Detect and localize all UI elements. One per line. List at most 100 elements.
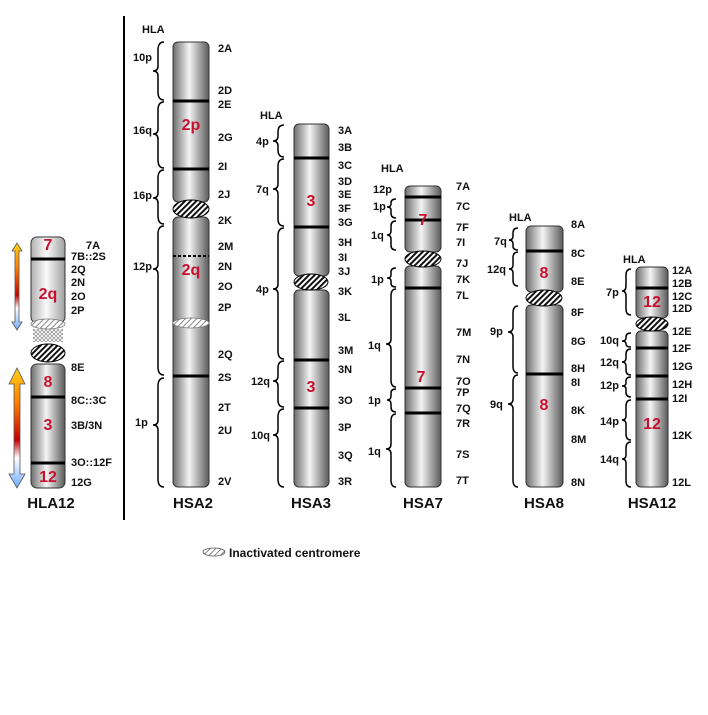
orientation-arrow xyxy=(8,367,26,489)
band-label: 12C xyxy=(672,291,692,303)
band-label: 7R xyxy=(456,418,470,430)
band-label: 8I xyxy=(571,377,580,389)
band-label: 3K xyxy=(338,286,352,298)
band-label: 7P xyxy=(456,387,469,399)
arm-label: 1q xyxy=(371,230,384,242)
band-label: 2K xyxy=(218,215,232,227)
band-label: 2J xyxy=(218,189,230,201)
band-label: 3J xyxy=(338,266,350,278)
band-label: 7F xyxy=(456,222,469,234)
chromosome-label: 8 xyxy=(44,374,53,391)
chromosome-name: HSA7 xyxy=(403,495,443,512)
band-label: 8N xyxy=(571,477,585,489)
band-label: 12E xyxy=(672,326,692,338)
chromosome-name: HSA12 xyxy=(628,495,676,512)
arm-label: 12p xyxy=(373,184,392,196)
arm-label: 1q xyxy=(368,340,381,352)
arm-label: 12q xyxy=(600,357,619,369)
band-label: 2V xyxy=(218,476,232,488)
chromosome-label: 7 xyxy=(419,212,428,229)
band-label: 8A xyxy=(571,219,585,231)
hla-heading: HLA xyxy=(381,163,404,175)
band-label: 3O::12F xyxy=(71,457,112,469)
band-label: 2Q xyxy=(71,264,86,276)
arm-label: 12p xyxy=(600,380,619,392)
band-label: 2N xyxy=(71,277,85,289)
hla-heading: HLA xyxy=(142,24,165,36)
chromosome-hsa8: HLA 8 8 7q 12q 9p 9q 8A 8C 8E 8F 8G 8H 8… xyxy=(487,212,586,512)
band-label: 7K xyxy=(456,274,470,286)
hla-heading: HLA xyxy=(509,212,532,224)
arm-label: 1p xyxy=(368,395,381,407)
band-label: 12I xyxy=(672,393,687,405)
active-centromere xyxy=(635,316,669,332)
band-label: 8G xyxy=(571,336,586,348)
band-label: 7B::2S xyxy=(71,251,106,263)
band-label: 3F xyxy=(338,203,351,215)
chromosome-label: 3 xyxy=(307,193,316,210)
band-label: 2T xyxy=(218,402,231,414)
band-label: 2M xyxy=(218,241,233,253)
band-label: 3D xyxy=(338,176,352,188)
chromosome-label: 12 xyxy=(39,469,57,486)
band-label: 8F xyxy=(571,307,584,319)
band-label: 7C xyxy=(456,201,470,213)
band-label: 2P xyxy=(218,302,231,314)
arm-label: 4p xyxy=(256,284,269,296)
hla-heading: HLA xyxy=(260,110,283,122)
band-label: 7S xyxy=(456,449,469,461)
band-label: 7T xyxy=(456,475,469,487)
band-label: 3G xyxy=(338,217,353,229)
chromosome-label: 8 xyxy=(540,397,549,414)
band-label: 2O xyxy=(71,291,86,303)
chromosome-name: HSA8 xyxy=(524,495,564,512)
arm-label: 12q xyxy=(487,264,506,276)
active-centromere xyxy=(404,250,442,268)
band-label: 8C::3C xyxy=(71,395,107,407)
band-label: 3P xyxy=(338,422,351,434)
band-label: 3R xyxy=(338,476,352,488)
active-centromere xyxy=(30,343,66,363)
band-label: 2G xyxy=(218,132,233,144)
band-label: 2D xyxy=(218,85,232,97)
arm-label: 10q xyxy=(600,335,619,347)
band-label: 7I xyxy=(456,237,465,249)
band-label: 12F xyxy=(672,343,691,355)
band-label: 2Q xyxy=(218,349,233,361)
band-label: 7N xyxy=(456,354,470,366)
band-label: 2O xyxy=(218,281,233,293)
band-label: 12G xyxy=(672,361,693,373)
hla-heading: HLA xyxy=(623,254,646,266)
arm-label: 12p xyxy=(133,261,152,273)
chromosome-label: 12 xyxy=(643,294,661,311)
active-centromere xyxy=(525,289,563,307)
chromosome-name: HSA2 xyxy=(173,495,213,512)
band-label: 3N xyxy=(338,364,352,376)
arm-label: 12q xyxy=(251,376,270,388)
band-label: 7A xyxy=(456,181,470,193)
band-label: 3I xyxy=(338,252,347,264)
arm-label: 4p xyxy=(256,136,269,148)
band-label: 2U xyxy=(218,425,232,437)
chromosome-label: 7 xyxy=(417,369,426,386)
band-label: 7M xyxy=(456,327,471,339)
band-label: 3E xyxy=(338,189,351,201)
chromosome-hsa3: HLA 3 3 4p 7q 4p 12q 10q 3A 3B 3C 3D 3E … xyxy=(251,110,353,512)
band-label: 8K xyxy=(571,405,585,417)
band-label: 3B xyxy=(338,142,352,154)
band-label: 8M xyxy=(571,434,586,446)
band-label: 3M xyxy=(338,345,353,357)
band-label: 3C xyxy=(338,160,352,172)
band-label: 2A xyxy=(218,43,232,55)
chromosome-label: 2p xyxy=(182,117,201,134)
arm-label: 16p xyxy=(133,190,152,202)
arm-label: 1p xyxy=(371,274,384,286)
band-label: 2S xyxy=(218,372,231,384)
band-label: 3A xyxy=(338,125,352,137)
active-centromere xyxy=(172,199,210,219)
arm-label: 16q xyxy=(133,125,152,137)
arm-label: 7q xyxy=(256,184,269,196)
band-label: 12L xyxy=(672,477,691,489)
band-label: 7J xyxy=(456,258,468,270)
